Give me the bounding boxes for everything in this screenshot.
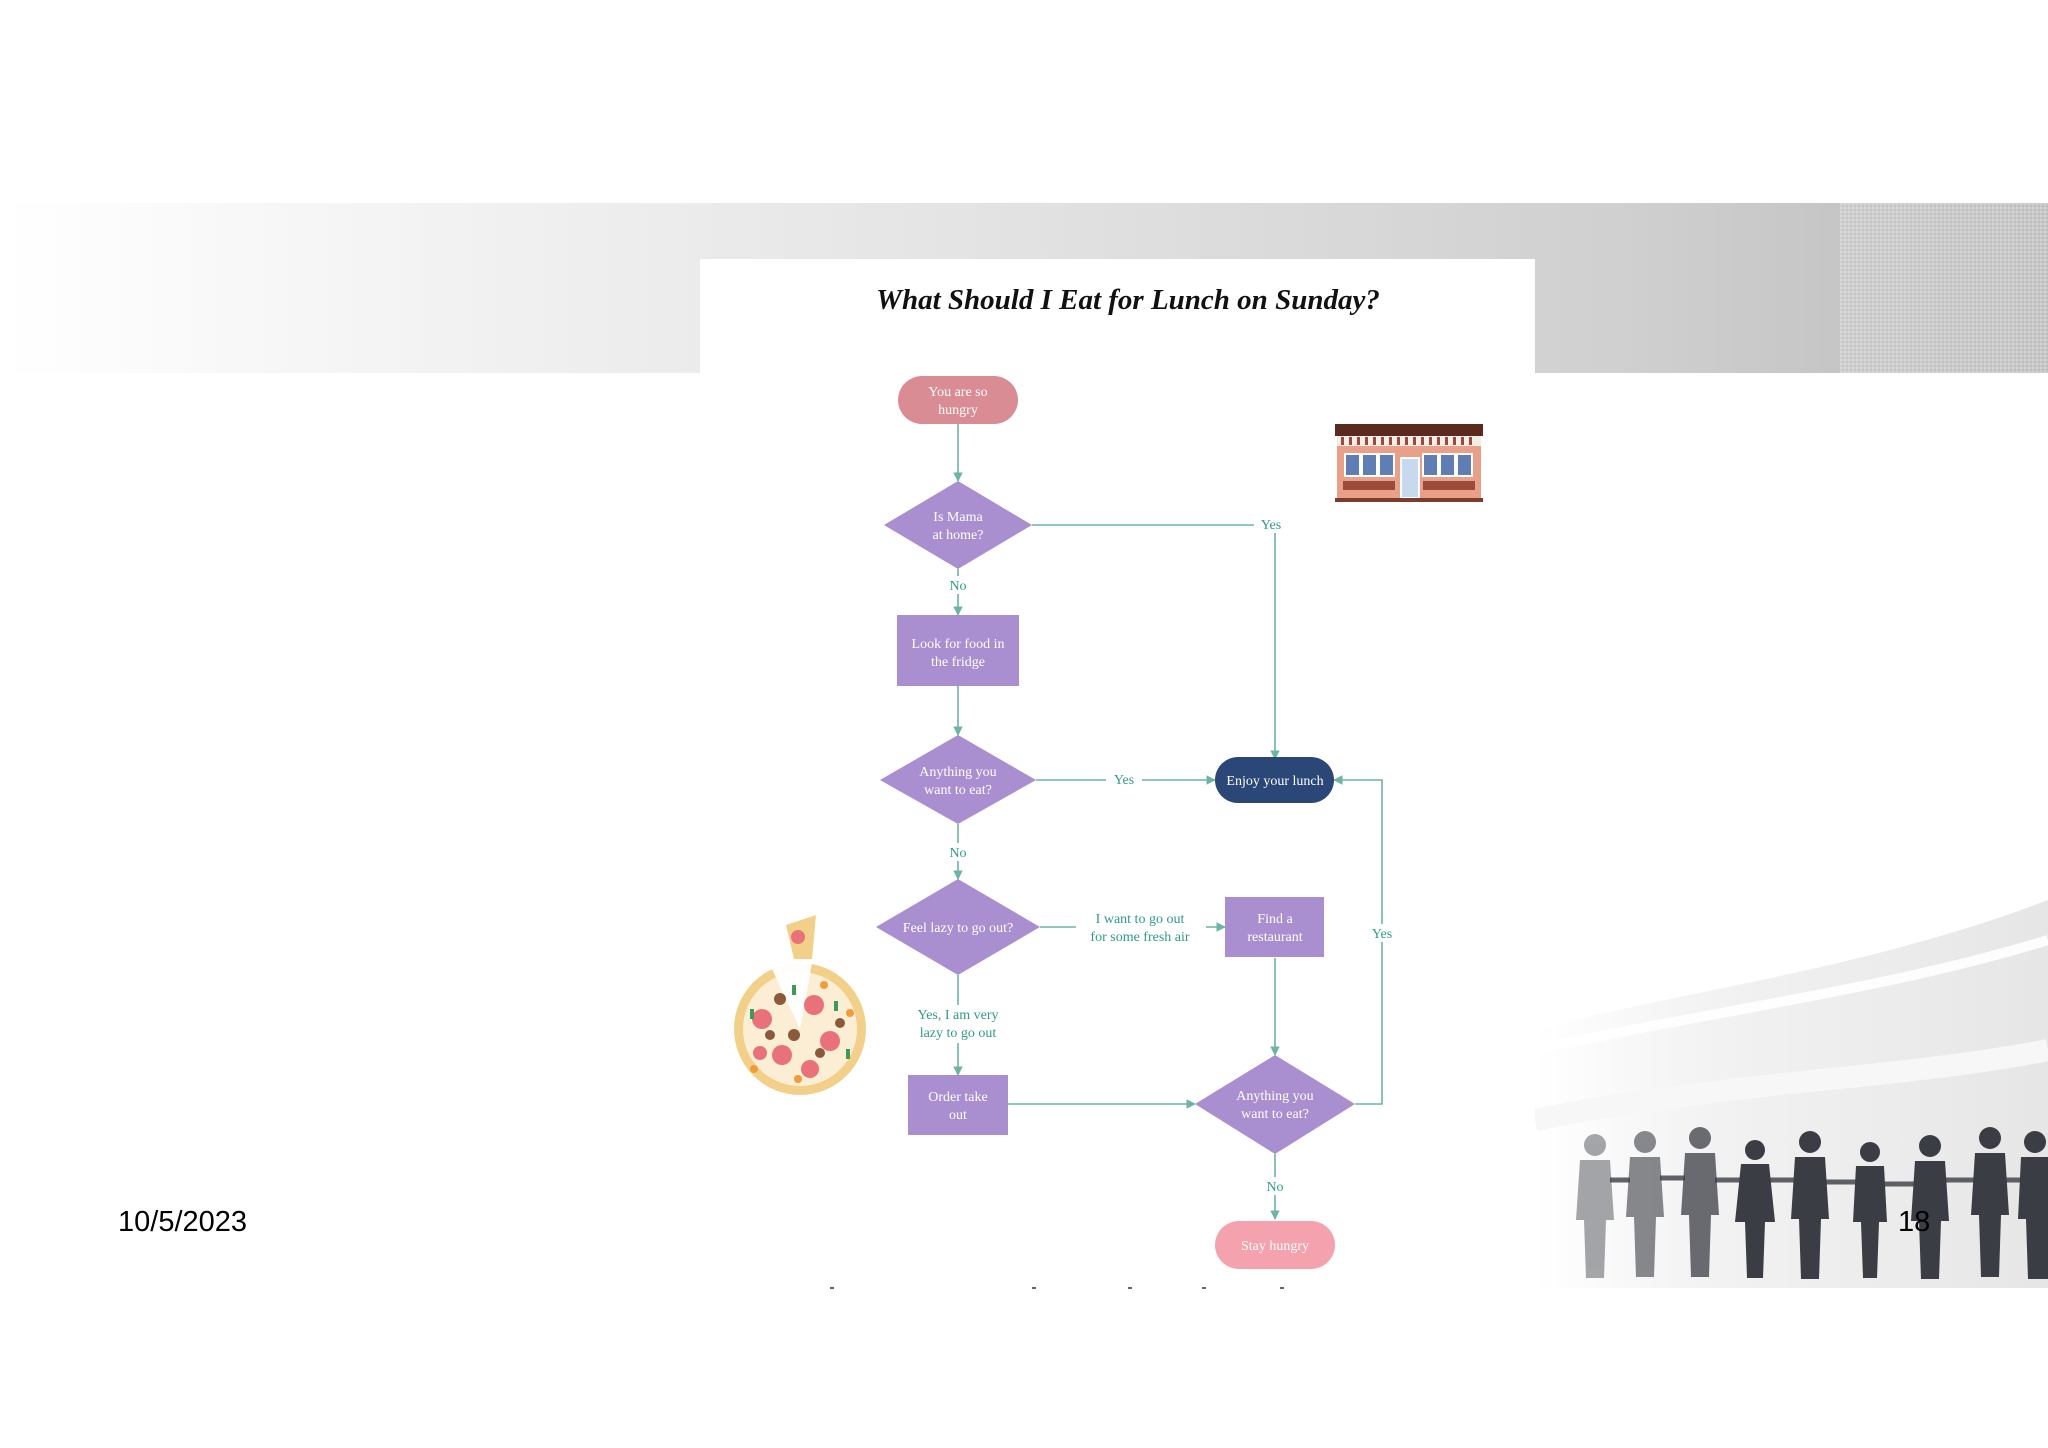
svg-text:You are so: You are so [928,385,987,400]
pizza-icon [734,915,866,1095]
header-band-texture [1840,203,2048,373]
svg-text:at home?: at home? [933,528,984,543]
node-process-find-restaurant: Find a restaurant [1225,897,1324,957]
flowchart-title: What Should I Eat for Lunch on Sunday? [876,284,1380,316]
svg-text:Look for food in: Look for food in [912,637,1005,652]
business-people-silhouette-image [1535,880,2048,1288]
svg-text:Stay hungry: Stay hungry [1241,1239,1309,1254]
node-terminal-enjoy-your-lunch: Enjoy your lunch [1215,757,1334,803]
svg-text:want to eat?: want to eat? [1241,1107,1309,1122]
svg-text:Is Mama: Is Mama [933,510,983,525]
node-process-order-take-out: Order take out [908,1075,1008,1135]
svg-text:No: No [949,579,966,594]
node-decision-is-mama-at-home: Is Mama at home? [884,481,1032,569]
edge-label-lazy-out: I want to go out for some fresh air [1076,909,1206,947]
svg-text:No: No [949,846,966,861]
edge-label-lazy-yes: Yes, I am very lazy to go out [904,1005,1012,1043]
svg-text:Order take: Order take [928,1090,987,1105]
node-terminal-stay-hungry: Stay hungry [1215,1221,1335,1269]
svg-text:Yes, I am very: Yes, I am very [917,1008,998,1023]
lunch-flowchart: What Should I Eat for Lunch on Sunday? Y… [734,284,1483,1289]
coffee-shop-icon [1335,424,1483,502]
svg-text:the fridge: the fridge [931,655,985,670]
svg-text:for some fresh air: for some fresh air [1090,930,1189,945]
node-decision-anything-you-want-2: Anything you want to eat? [1195,1055,1355,1154]
node-decision-anything-you-want-1: Anything you want to eat? [880,735,1036,824]
edge-label-anything1-yes: Yes [1106,770,1142,788]
node-start-you-are-so-hungry: You are so hungry [898,376,1018,424]
svg-text:Yes: Yes [1261,518,1281,533]
svg-text:I want to go out: I want to go out [1096,912,1185,927]
svg-text:Enjoy your lunch: Enjoy your lunch [1226,774,1323,789]
svg-text:Anything you: Anything you [1236,1089,1313,1104]
svg-text:Yes: Yes [1114,773,1134,788]
svg-text:Yes: Yes [1372,927,1392,942]
edge-label-anything2-yes: Yes [1364,924,1400,942]
svg-text:out: out [949,1108,967,1123]
svg-text:No: No [1266,1180,1283,1195]
edge-label-anything2-no: No [1259,1177,1291,1195]
slide-page-number: 18 [1898,1206,1931,1238]
svg-text:lazy to go out: lazy to go out [920,1026,997,1041]
slide-date: 10/5/2023 [118,1206,248,1238]
edge-label-anything1-no: No [942,843,974,861]
svg-text:restaurant: restaurant [1247,930,1302,945]
edge-label-mama-yes: Yes [1254,515,1288,533]
svg-text:Find a: Find a [1257,912,1293,927]
svg-text:Feel lazy to go out?: Feel lazy to go out? [903,921,1013,936]
svg-text:want to eat?: want to eat? [924,783,992,798]
svg-text:Anything you: Anything you [919,765,996,780]
panel-bottom-edge-marks [830,1287,1284,1289]
node-process-look-for-food: Look for food in the fridge [897,615,1019,686]
node-decision-feel-lazy: Feel lazy to go out? [876,879,1040,975]
edge-label-mama-no: No [942,576,974,594]
svg-text:hungry: hungry [938,403,978,418]
edge-mama-yes [1032,524,1280,760]
